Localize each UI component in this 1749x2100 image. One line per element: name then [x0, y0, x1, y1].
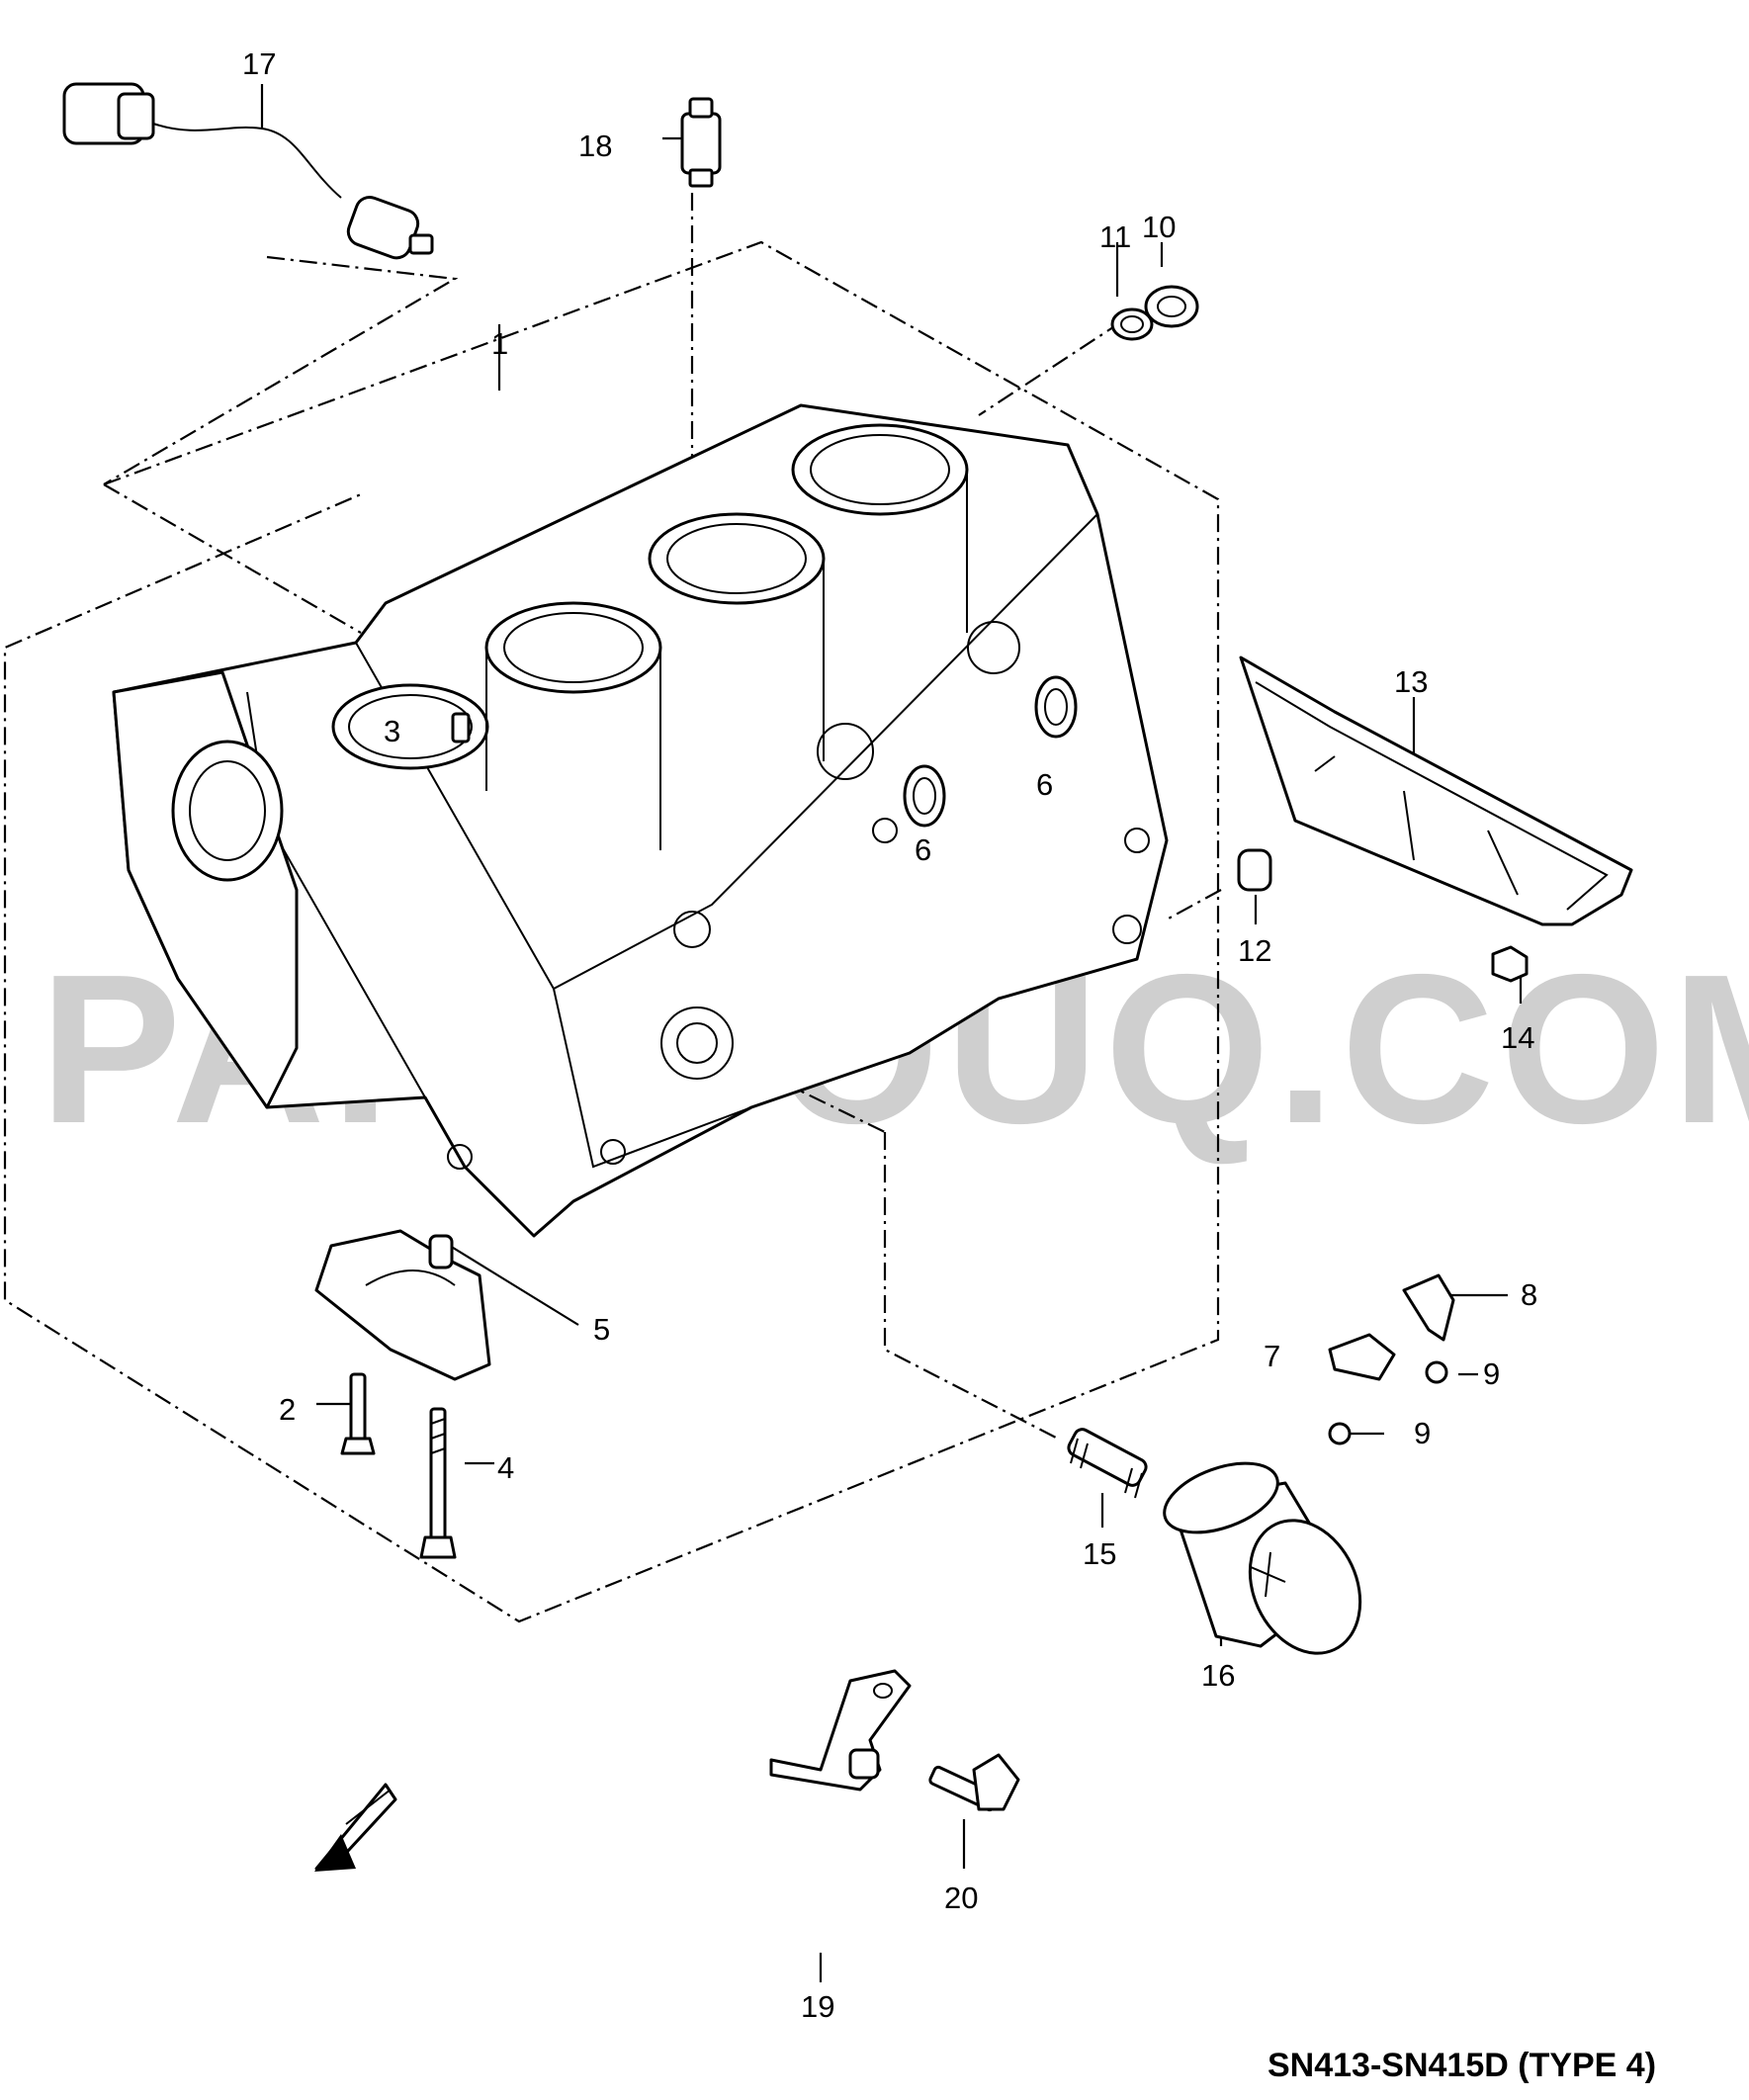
callout-18: 18 [578, 129, 612, 163]
cylinder-bores [331, 423, 969, 770]
part-15-union [1067, 1428, 1148, 1499]
part-4-bolt [419, 1407, 457, 1559]
callout-1: 1 [491, 326, 508, 361]
part-12-dowel [1237, 848, 1272, 892]
callout-19: 19 [801, 1989, 834, 2024]
part-14-nut [1491, 945, 1529, 983]
part-8-bracket [1402, 1273, 1455, 1342]
callout-10: 10 [1142, 210, 1176, 244]
callout-4: 4 [497, 1450, 514, 1485]
callout-15: 15 [1083, 1536, 1116, 1571]
part-20-bolt [928, 1753, 1020, 1812]
callout-8: 8 [1521, 1277, 1537, 1312]
diagram-title: SN413-SN415D (TYPE 4) [1268, 2047, 1656, 2084]
front-flange [112, 670, 299, 1109]
callout-7: 7 [1264, 1339, 1280, 1373]
callout-3: 3 [384, 714, 400, 748]
part-18-switch [680, 97, 722, 188]
callout-5: 5 [593, 1312, 610, 1347]
callout-17: 17 [242, 46, 276, 81]
callout-6b: 6 [915, 832, 931, 867]
part-7-bracket [1328, 1333, 1396, 1381]
part-2-bolt [340, 1372, 376, 1455]
callout-2: 2 [279, 1392, 296, 1427]
callout-6: 6 [1036, 767, 1053, 802]
part-9-bolt [1328, 1360, 1448, 1445]
part-17-sensor [62, 82, 434, 260]
cylinder-walls [485, 470, 968, 850]
callout-labels: 1 2 3 4 5 6 6 7 8 9 9 10 11 12 13 14 15 … [242, 46, 1537, 2024]
part-13-cover [1239, 656, 1633, 926]
part-19-bracket [769, 1669, 912, 1792]
callout-16: 16 [1201, 1658, 1235, 1693]
callout-13: 13 [1394, 664, 1428, 699]
callout-9a: 9 [1483, 1356, 1500, 1391]
part-10-plug [1144, 285, 1199, 328]
part-16-oil-filter [1163, 1461, 1362, 1655]
callout-12: 12 [1238, 933, 1271, 968]
callout-20: 20 [944, 1881, 978, 1915]
cylinder-block [112, 403, 1169, 1238]
part-11-gasket [1110, 307, 1154, 341]
front-arrow-icon [314, 1783, 397, 1872]
callout-9b: 9 [1414, 1416, 1431, 1450]
bolt-bosses [447, 621, 1150, 1170]
assembly-boundary [3, 240, 1220, 1623]
callout-14: 14 [1501, 1020, 1534, 1055]
part-3-stud [451, 712, 471, 744]
part-6-seal [903, 675, 1078, 828]
part-5-bearing-cap [314, 1229, 491, 1381]
callout-11: 11 [1099, 219, 1131, 254]
